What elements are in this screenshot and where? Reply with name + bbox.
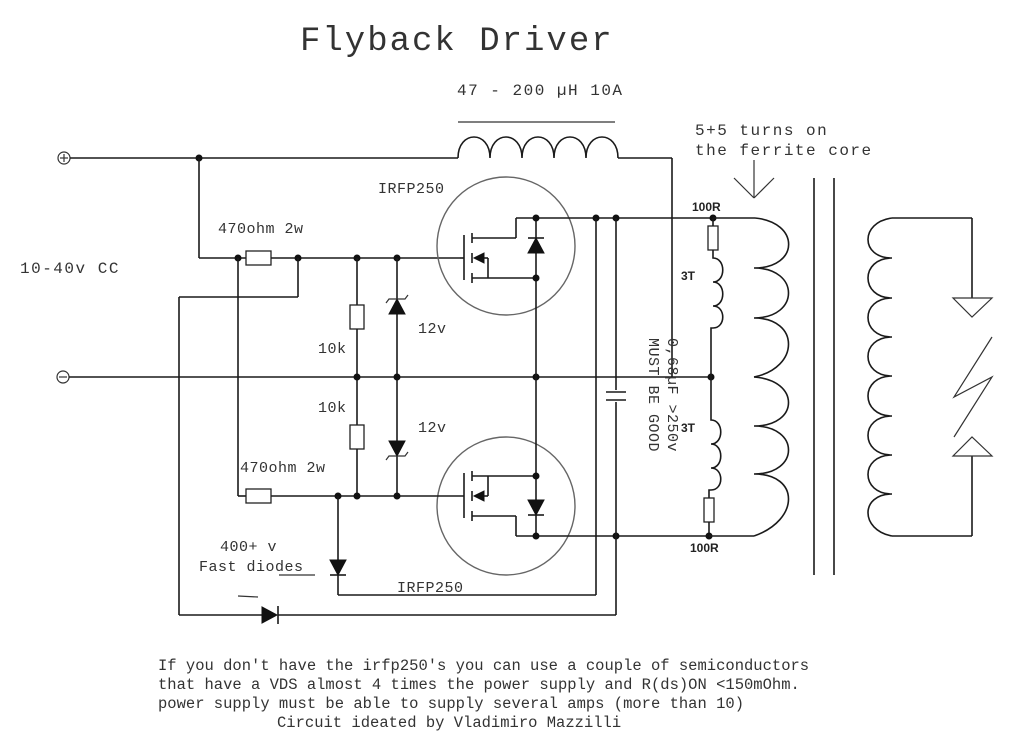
ferrite-core (813, 178, 835, 575)
zener-bottom-label: 12v (418, 420, 447, 437)
main-inductor (457, 121, 673, 377)
note-credit: Circuit ideated by Vladimiro Mazzilli (277, 714, 621, 732)
pulldown-bottom-label: 10k (318, 400, 347, 417)
feedback-winding-bottom (703, 377, 722, 540)
positive-terminal (57, 151, 71, 165)
gate-resistor-bottom-label: 470ohm 2w (240, 460, 326, 477)
positive-rail (70, 154, 458, 259)
primary-winding (709, 217, 790, 537)
fast-diode-bottom-gate (329, 218, 597, 596)
diodes-note-line1: 400+ v (220, 539, 277, 556)
capacitor-label-line2: MUST BE GOOD (644, 338, 661, 452)
mosfet-bottom-label: IRFP250 (397, 580, 464, 597)
gate-resistor-bottom (245, 488, 272, 504)
capacitor-label-line1: 0,68µF >250v (663, 338, 680, 452)
mosfet-top (436, 176, 620, 377)
note-line2: that have a VDS almost 4 times the power… (158, 676, 800, 694)
mosfet-bottom (271, 377, 710, 576)
fast-diode-top-gate (261, 218, 617, 624)
diagram-title: Flyback Driver (300, 23, 614, 61)
mosfet-top-label: IRFP250 (378, 181, 445, 198)
gate-resistor-top-label: 470ohm 2w (218, 221, 304, 238)
ferrite-note-line1: 5+5 turns on (695, 122, 828, 140)
diodes-note-pointer (237, 595, 259, 598)
secondary-winding (867, 217, 973, 537)
zener-top-label: 12v (418, 321, 447, 338)
inductor-label: 47 - 200 µH 10A (457, 82, 624, 100)
negative-terminal (56, 370, 70, 384)
spark-gap-icon (951, 297, 994, 457)
feedback-winding-top (707, 214, 724, 377)
note-line3: power supply must be able to supply seve… (158, 695, 744, 713)
note-line1: If you don't have the irfp250's you can … (158, 657, 809, 675)
pulldown-resistors (349, 258, 365, 496)
ferrite-note-line2: the ferrite core (695, 142, 873, 160)
ferrite-arrow-icon (733, 160, 775, 199)
negative-rail (69, 373, 715, 381)
supply-label: 10-40v CC (20, 260, 120, 278)
diodes-note-line2: Fast diodes (199, 559, 304, 576)
feedback-bottom-label: 3T (681, 421, 696, 435)
snubber-bottom-label: 100R (690, 541, 719, 555)
feedback-top-label: 3T (681, 269, 696, 283)
pulldown-top-label: 10k (318, 341, 347, 358)
gate-resistor-top (178, 250, 460, 616)
capacitor-gap (612, 390, 622, 402)
snubber-top-label: 100R (692, 200, 721, 214)
